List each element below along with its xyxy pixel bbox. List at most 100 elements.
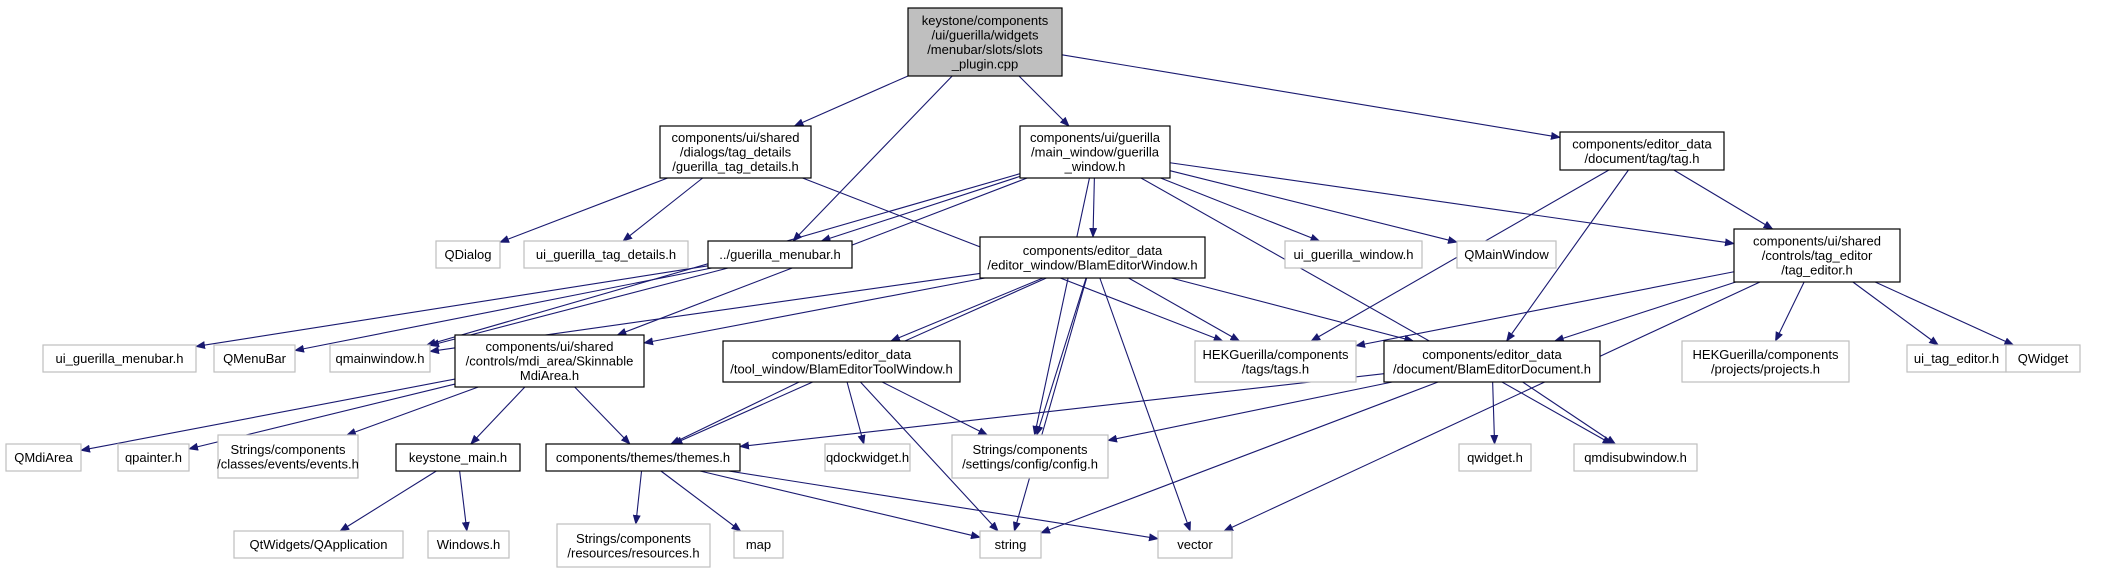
node-label-keystone_main-line-0: keystone_main.h: [409, 450, 507, 465]
node-qwidget_cap: QWidget: [2005, 344, 2081, 373]
node-box-guerilla_window: [1019, 125, 1171, 179]
node-menubar[interactable]: ../guerilla_menubar.h: [707, 240, 853, 269]
node-box-projects_h: [1681, 340, 1850, 383]
node-label-events_h-line-1: /classes/events/events.h: [217, 456, 359, 471]
edge-tag_editor-to-qwidget_cap: [1874, 281, 2015, 346]
node-qmainwindow_h: qmainwindow.h: [329, 344, 431, 373]
node-label-resources_h-line-0: Strings/components: [576, 531, 691, 546]
edge-blam_window-to-mdi_area: [643, 277, 986, 346]
node-label-vector-line-0: vector: [1177, 537, 1213, 552]
node-blam_window[interactable]: components/editor_data/editor_window/Bla…: [979, 236, 1206, 279]
node-tag_editor[interactable]: components/ui/shared/controls/tag_editor…: [1733, 228, 1901, 283]
node-label-tag_details-line-2: /guerilla_tag_details.h: [672, 159, 798, 174]
node-config_h: Strings/components/settings/config/confi…: [951, 434, 1109, 479]
node-qmdiarea: QMdiArea: [5, 443, 82, 472]
node-label-blam_document-line-1: /document/BlamEditorDocument.h: [1393, 361, 1591, 376]
node-label-ui_tag_editor-line-0: ui_tag_editor.h: [1914, 351, 1999, 366]
node-box-tags_h: [1194, 340, 1357, 383]
node-label-qmainwindow_h-line-0: qmainwindow.h: [336, 351, 425, 366]
node-label-blam_window-line-1: /editor_window/BlamEditorWindow.h: [987, 257, 1197, 272]
edge-blam_window-to-config_h: [1035, 277, 1087, 436]
edge-blam_document-to-config_h: [1107, 381, 1393, 443]
edge-mdi_area-to-keystone_main: [470, 386, 526, 445]
edge-tool_window-to-qdockwidget: [846, 381, 866, 445]
node-box-qmainwindow_cap: [1456, 240, 1557, 269]
node-box-qpainter: [117, 443, 190, 472]
node-root[interactable]: keystone/components/ui/guerilla/widgets/…: [907, 7, 1063, 77]
node-label-mdi_area-line-2: MdiArea.h: [520, 368, 579, 383]
node-string: string: [979, 530, 1042, 559]
node-label-projects_h-line-1: /projects/projects.h: [1711, 361, 1820, 376]
node-label-blam_document-line-0: components/editor_data: [1422, 347, 1562, 362]
node-box-events_h: [217, 434, 359, 479]
node-label-blam_window-line-0: components/editor_data: [1023, 243, 1163, 258]
node-ui_guerilla_window: ui_guerilla_window.h: [1284, 240, 1423, 269]
edge-keystone_main-to-qapplication: [339, 470, 437, 532]
node-label-tag_details-line-1: /dialogs/tag_details: [680, 145, 792, 160]
node-box-qapplication: [233, 530, 404, 559]
node-label-root-line-0: keystone/components: [922, 13, 1049, 28]
edge-tag_editor-to-projects_h: [1774, 281, 1805, 342]
node-label-tag_editor-line-2: /tag_editor.h: [1781, 263, 1853, 278]
node-label-windows_h-line-0: Windows.h: [437, 537, 501, 552]
node-qapplication: QtWidgets/QApplication: [233, 530, 404, 559]
node-box-tag_details: [659, 125, 812, 179]
node-label-string-line-0: string: [995, 537, 1027, 552]
node-tag_details[interactable]: components/ui/shared/dialogs/tag_details…: [659, 125, 812, 179]
node-blam_document[interactable]: components/editor_data/document/BlamEdit…: [1383, 340, 1601, 383]
edge-keystone_main-to-windows_h: [459, 470, 470, 532]
edge-themes-to-resources_h: [632, 470, 643, 525]
node-guerilla_window[interactable]: components/ui/guerilla/main_window/gueri…: [1019, 125, 1171, 179]
edge-menubar-to-ui_menubar: [195, 265, 709, 350]
edge-tag_editor-to-blam_document: [1553, 281, 1736, 343]
node-ui_tag_editor: ui_tag_editor.h: [1906, 344, 2007, 373]
node-label-projects_h-line-0: HEKGuerilla/components: [1693, 347, 1839, 362]
node-label-ui_tag_details-line-0: ui_guerilla_tag_details.h: [536, 247, 676, 262]
node-box-qdialog: [435, 240, 501, 269]
node-ui_tag_details: ui_guerilla_tag_details.h: [523, 240, 689, 269]
edge-blam_document-to-qmdisubwindow: [1522, 381, 1617, 445]
node-label-qwidget_h-line-0: qwidget.h: [1467, 450, 1523, 465]
node-box-qmenubar: [213, 344, 296, 373]
edge-tool_window-to-string: [860, 381, 999, 532]
node-label-qmdisubwindow-line-0: qmdisubwindow.h: [1584, 450, 1687, 465]
node-tool_window[interactable]: components/editor_data/tool_window/BlamE…: [722, 340, 961, 383]
node-box-qmdisubwindow: [1573, 443, 1698, 472]
node-tag[interactable]: components/editor_data/document/tag/tag.…: [1559, 131, 1725, 171]
node-box-resources_h: [556, 523, 711, 568]
node-box-tag: [1559, 131, 1725, 171]
node-label-qwidget_cap-line-0: QWidget: [2018, 351, 2069, 366]
node-keystone_main[interactable]: keystone_main.h: [395, 443, 521, 472]
edge-tool_window-to-config_h: [881, 381, 989, 436]
node-themes[interactable]: components/themes/themes.h: [545, 443, 741, 472]
node-qpainter: qpainter.h: [117, 443, 190, 472]
edge-blam_window-to-tags_h: [1128, 277, 1241, 342]
node-label-menubar-line-0: ../guerilla_menubar.h: [719, 247, 840, 262]
node-box-ui_menubar: [42, 344, 197, 373]
edge-tag_details-to-qdialog: [499, 177, 668, 243]
node-box-root: [907, 7, 1063, 77]
edge-guerilla_window-to-blam_window: [1089, 177, 1098, 238]
node-box-ui_tag_editor: [1906, 344, 2007, 373]
node-box-qmainwindow_h: [329, 344, 431, 373]
edge-tag_details-to-ui_tag_details: [622, 177, 703, 242]
edge-themes-to-map: [660, 470, 742, 532]
node-box-qwidget_cap: [2005, 344, 2081, 373]
node-box-config_h: [951, 434, 1109, 479]
edge-themes-to-vector: [728, 470, 1159, 542]
node-box-blam_document: [1383, 340, 1601, 383]
node-label-config_h-line-1: /settings/config/config.h: [962, 456, 1098, 471]
node-label-ui_guerilla_window-line-0: ui_guerilla_window.h: [1294, 247, 1414, 262]
node-label-root-line-3: _plugin.cpp: [951, 56, 1019, 71]
node-label-guerilla_window-line-1: /main_window/guerilla: [1031, 145, 1160, 160]
node-label-config_h-line-0: Strings/components: [973, 442, 1088, 457]
edge-themes-to-string: [699, 470, 981, 540]
node-ui_menubar: ui_guerilla_menubar.h: [42, 344, 197, 373]
edge-tag_editor-to-tags_h: [1355, 271, 1735, 348]
node-mdi_area[interactable]: components/ui/shared/controls/mdi_area/S…: [454, 334, 645, 388]
node-label-mdi_area-line-0: components/ui/shared: [486, 339, 614, 354]
node-box-string: [979, 530, 1042, 559]
node-box-blam_window: [979, 236, 1206, 279]
edge-guerilla_window-to-ui_guerilla_window: [1160, 177, 1321, 242]
node-qdialog: QDialog: [435, 240, 501, 269]
